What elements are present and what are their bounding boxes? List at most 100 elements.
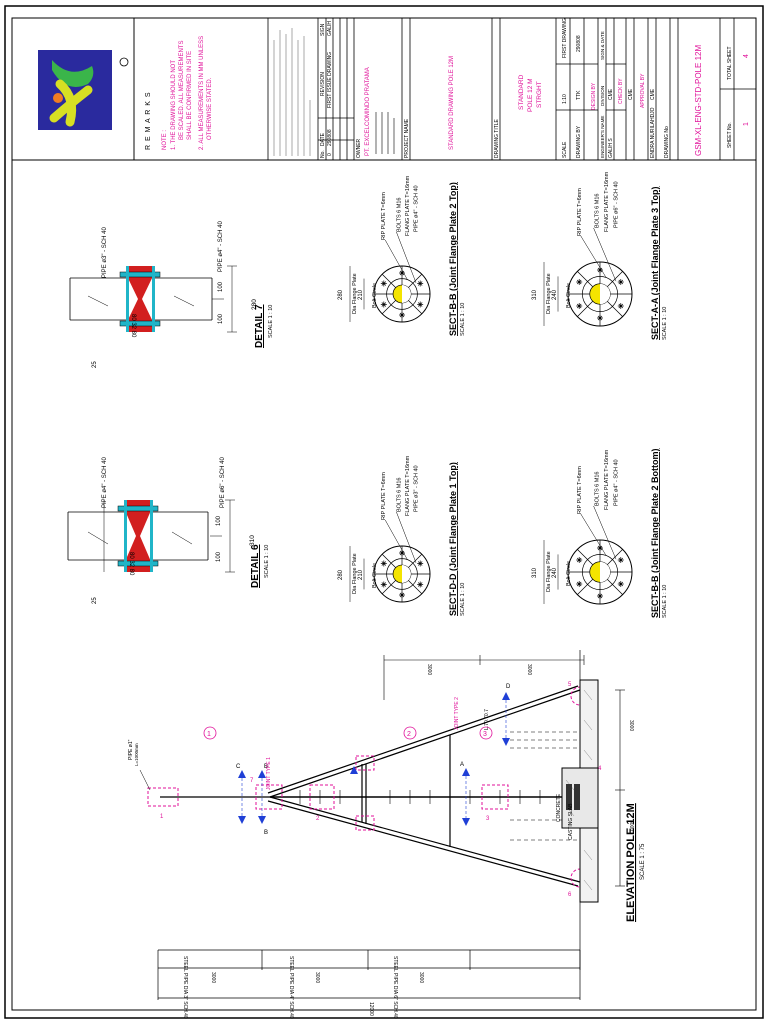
sect-dd-rib-6 (381, 553, 396, 568)
sheet-no: 1 (743, 122, 750, 126)
sect-bb-top-rib-4 (381, 300, 396, 315)
sect-aa-dia-flange-value: 310 (532, 289, 538, 300)
sect-bb-bottom-rib-2 (606, 578, 623, 595)
dim-total: 12000 (368, 1002, 374, 1016)
rev-sign-header: SIGN (320, 23, 326, 36)
d7-dimensions (212, 265, 237, 333)
top-pipe-label: PIPE ø1" (128, 739, 134, 760)
detail-7: PIPE ø3" - SCH 40 PIPE ø4" - SCH 40 280 … (69, 221, 274, 368)
rev-no-header: No. (320, 150, 326, 158)
zone-3: 3 (483, 731, 487, 738)
triangular-bracing (267, 685, 581, 887)
sect-aa-bolt-1 (617, 303, 624, 309)
sect-bb-top-pipe-half (402, 285, 411, 303)
sect-bb-bottom-flang-label: FLANG PLATE T=16mm (604, 449, 610, 510)
zone-1-circle (203, 726, 217, 740)
top-pipe: PIPE ø1" L=1000mm 1 (128, 739, 270, 820)
dim-segment-2: 3000 (314, 972, 320, 983)
d7-dim-total: 280 (251, 299, 258, 310)
sect-bb-bottom-leader-bolts (593, 505, 617, 560)
owner-name: PT. EXCELCOMINDO PRATAMA (365, 67, 371, 156)
zone-3-circle (479, 726, 493, 740)
d6-dim-base: 80 32 80 (128, 552, 134, 576)
approver-division: CME (650, 88, 656, 100)
scale-note: FIRST DRAWING (562, 18, 568, 58)
section-cut-lines (241, 700, 507, 818)
sect-dd-bolts-label: BOLTS 6 M16 (397, 478, 403, 512)
d6-dim-a: 100 (216, 515, 222, 526)
d6-dim-total: 310 (249, 535, 256, 546)
elevation-view: STEEL PIPE DIA 3" SCH.40 STEEL PIPE DIA … (128, 650, 646, 1019)
logo-registered (119, 57, 129, 67)
sect-bb-bottom-rib-4 (577, 578, 594, 595)
dim-base-2: 3000 (628, 820, 634, 831)
zone-2: 2 (407, 731, 411, 738)
sect-aa-rib-6 (577, 271, 594, 288)
d6-flange-red (124, 500, 152, 536)
drawing-by: TTK (576, 90, 582, 100)
sect-dd-pipe-label: PIPE ø3" - SCH 40 (413, 465, 419, 512)
sect-bb-bottom-bolt-circle-value: 240 (552, 567, 558, 578)
sec-label-d: D (506, 684, 511, 690)
sect-aa-pipe-half (600, 283, 611, 305)
project-name: STANDARD DRAWING POLE 12M (449, 56, 455, 150)
sect-aa-title: SECT-A-A (Joint Flange Plate 3 Top) (650, 186, 660, 340)
zone-1: 1 (207, 731, 211, 738)
owner-label: OWNER (356, 138, 362, 158)
sect-aa-pipe-label: PIPE ø6" - SCH 40 (614, 181, 620, 228)
sect-dd-bolt-6 (417, 560, 424, 567)
approval-label: APPROVAL BY (640, 73, 646, 108)
d6-title: DETAIL 6 (250, 544, 261, 588)
concrete-label: CONCRETE (556, 793, 562, 822)
rev-desc-header: REVISION (320, 72, 326, 96)
sec-label-c: C (236, 764, 241, 770)
note-1b: BE SCALED. ALL MEASUREMENTS (179, 41, 185, 140)
title-block: R E M A R K S NOTE : 1. THE DRAWING SHOU… (11, 17, 756, 161)
sect-bb-bottom-dia-flange-value: 310 (532, 567, 538, 578)
top-pipe-marker (147, 787, 179, 807)
sect-bb-bottom-bolt-1 (617, 581, 624, 587)
sect-aa-leader-rip (580, 235, 607, 279)
sect-bb-top-rib-2 (408, 300, 423, 315)
drawing-title-3: STRGHT (536, 81, 543, 108)
d7-dim-base: 80 32 80 (130, 314, 136, 338)
sect-bb-top-title: SECT-B-B (Joint Flange Plate 2 Top) (448, 182, 458, 336)
eng-division: CME (608, 88, 614, 100)
dim-segment-1: 3000 (210, 972, 216, 983)
sect-aa-rib-4 (577, 300, 594, 317)
rev-no: 0 (327, 153, 333, 156)
division-header: DIVISION (600, 86, 605, 106)
angle-label: L.70.70.7 (484, 709, 490, 730)
note-2b: OTHERWISE STATED. (207, 77, 213, 140)
segment-1-label: STEEL PIPE DIA 3" SCH.40 (182, 956, 188, 1019)
sect-bb-top-bolt-3 (380, 301, 387, 308)
logo-yellow-x2 (49, 85, 93, 123)
sect-bb-bottom-pipe-half (600, 561, 611, 583)
d6-bolt-2 (150, 500, 153, 572)
sect-bb-bottom-scale: SCALE 1 : 10 (662, 585, 668, 618)
d7-bolt-1 (126, 266, 129, 332)
sect-bb-top-bolt-1 (417, 301, 424, 308)
sect-dd-bolt-3 (380, 581, 387, 588)
project-label: PROJECT NAME (404, 118, 410, 158)
sec-label-a: A (460, 762, 464, 768)
d7-dim-b: 100 (218, 313, 224, 324)
sect-dd-rip-label: RIP PLATE T=6mm (381, 472, 387, 520)
elevation-scale: SCALE 1 : 75 (640, 843, 646, 880)
drawing-by-label: DRAWING BY (576, 125, 582, 158)
joint-1-marker (255, 784, 283, 810)
mark-4: 4 (598, 766, 602, 772)
bracing-dimensions (383, 655, 625, 887)
joint-type-1-label: JOINT TYPE 1 (266, 757, 272, 790)
drawing-title-2: POLE 12 M (527, 78, 534, 112)
d7-flange-top (119, 271, 161, 278)
dim-side-2: 3000 (526, 664, 532, 675)
sect-aa-dia-flange-label: Dia Flange Plate (546, 273, 552, 314)
sect-dd-bolt-1 (417, 581, 424, 588)
d6-dim-b: 100 (216, 551, 222, 562)
rev-desc: FIRST ISSUE DRAWING (327, 52, 333, 108)
d7-pipe-upper: PIPE ø3" - SCH 40 (102, 227, 108, 278)
sect-aa-bolt-circle-label: Bolt Circle (566, 283, 572, 308)
sect-dd-bolt-circle-value: 210 (358, 569, 364, 580)
